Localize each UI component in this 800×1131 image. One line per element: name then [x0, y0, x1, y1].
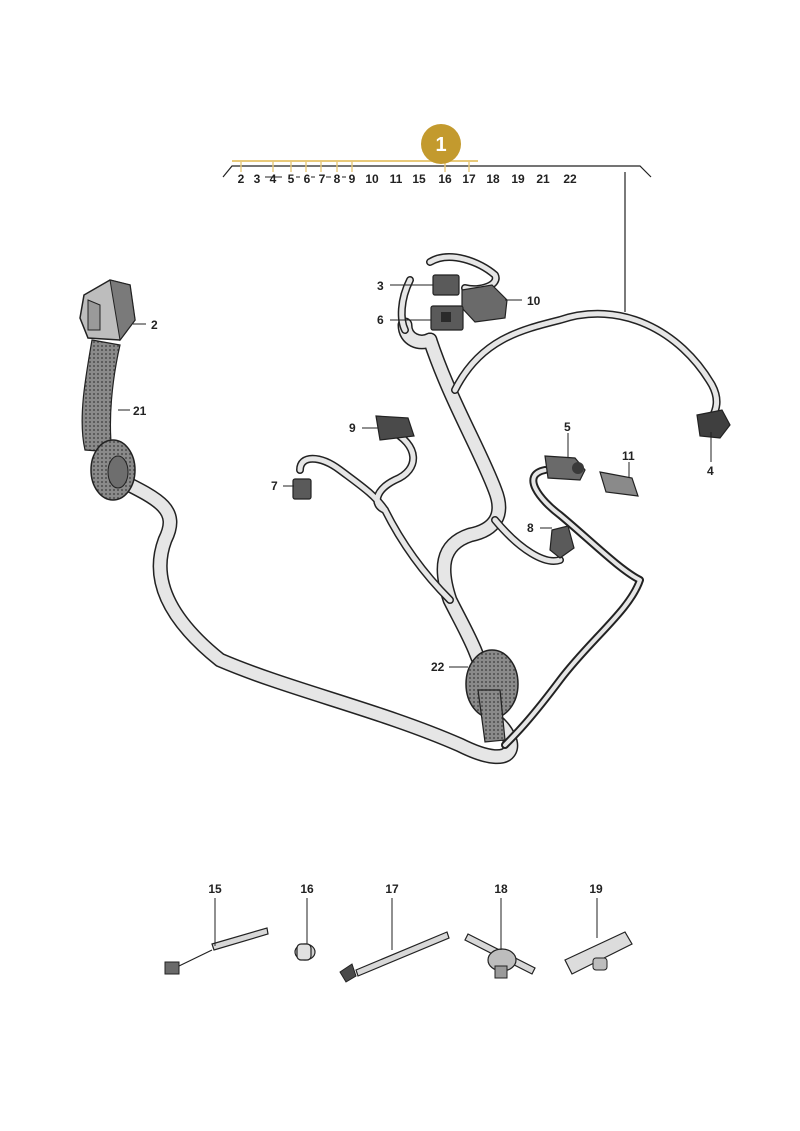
callout-leaders	[118, 284, 712, 950]
callout-7: 7	[271, 479, 278, 493]
strip-number-22: 22	[563, 172, 577, 186]
strip-number-21: 21	[536, 172, 550, 186]
strip-number-19: 19	[511, 172, 525, 186]
harness-wires	[112, 253, 721, 765]
strip-number-2: 2	[238, 172, 245, 186]
callout-5: 5	[564, 420, 571, 434]
strip-number-4: 4	[270, 172, 277, 186]
main-part-number: 1	[435, 134, 446, 156]
strip-number-5: 5	[288, 172, 295, 186]
strip-number-17: 17	[462, 172, 476, 186]
part-11-switch	[599, 471, 639, 497]
callout-22: 22	[431, 660, 445, 674]
strip-number-6: 6	[304, 172, 311, 186]
part-7-connector	[292, 478, 312, 500]
callout-9: 9	[349, 421, 356, 435]
callout-17: 17	[385, 882, 399, 896]
callout-21: 21	[133, 404, 147, 418]
part-10-connector	[461, 284, 508, 323]
part-21-sleeve	[81, 339, 136, 501]
strip-number-18: 18	[486, 172, 500, 186]
strip-number-3: 3	[254, 172, 261, 186]
part-8-connector	[549, 525, 575, 559]
callout-4: 4	[707, 464, 714, 478]
part-6-connector	[430, 305, 464, 331]
part-4-connector	[696, 409, 731, 439]
main-part-badge: 1	[421, 124, 461, 164]
strip-number-11: 11	[390, 172, 403, 186]
callout-10: 10	[527, 294, 541, 308]
part-3-connector	[432, 274, 460, 296]
callout-labels: 2 21 3 6 10 9 7 5 11 4 8 22 15 16 17 18 …	[133, 279, 714, 896]
strip-number-7: 7	[319, 172, 326, 186]
part-16-clip	[294, 943, 316, 961]
callout-11: 11	[622, 449, 635, 463]
strip-number-10: 10	[365, 172, 379, 186]
callout-2: 2	[151, 318, 158, 332]
part-19-clip	[564, 931, 633, 975]
part-2-connector	[79, 279, 136, 342]
callout-8: 8	[527, 521, 534, 535]
callout-19: 19	[589, 882, 603, 896]
strip-number-8: 8	[334, 172, 341, 186]
strip-number-16: 16	[438, 172, 452, 186]
callout-3: 3	[377, 279, 384, 293]
callout-6: 6	[377, 313, 384, 327]
callout-18: 18	[494, 882, 508, 896]
part-18-bracket	[464, 933, 536, 979]
strip-number-9: 9	[349, 172, 356, 186]
part-15-cable-tie	[164, 927, 269, 975]
part-22-grommet	[465, 649, 519, 743]
part-5-sensor	[544, 455, 586, 481]
strip-number-15: 15	[412, 172, 426, 186]
callout-16: 16	[300, 882, 314, 896]
part-9-connector	[375, 415, 415, 441]
callout-15: 15	[208, 882, 222, 896]
part-17-cable-tie	[339, 931, 450, 983]
